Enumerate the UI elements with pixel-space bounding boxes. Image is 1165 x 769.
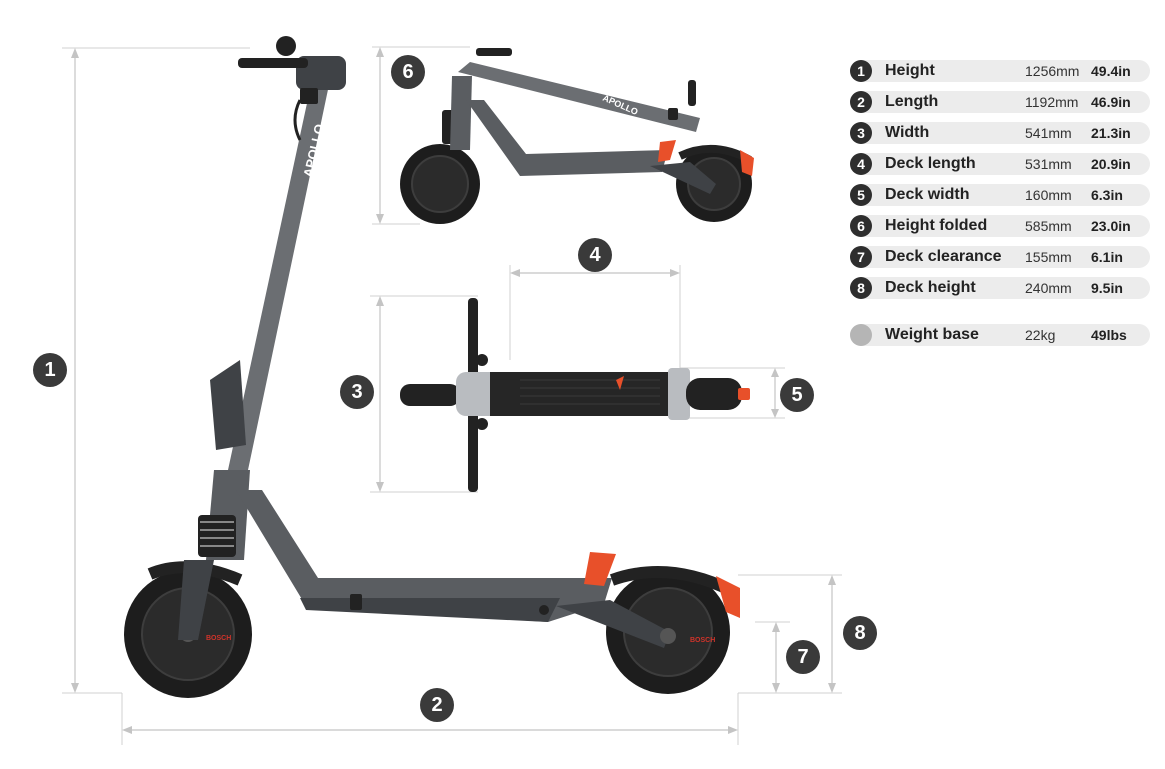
spec-number-badge: 1	[850, 60, 872, 82]
badge-length: 2	[420, 688, 454, 722]
spec-metric-value: 541mm	[1025, 125, 1072, 141]
badge-deck-length: 4	[578, 238, 612, 272]
svg-text:3: 3	[351, 381, 362, 403]
weight-label: Weight base	[885, 326, 979, 343]
spec-label: Width	[885, 124, 930, 141]
spec-label: Height	[885, 62, 935, 79]
spec-label: Deck length	[885, 155, 976, 172]
spec-metric-value: 1256mm	[1025, 63, 1080, 79]
spec-number-badge: 7	[850, 246, 872, 268]
spec-number-badge: 8	[850, 277, 872, 299]
spec-row: 3 Width 541mm 21.3in	[850, 122, 1150, 144]
badge-height: 1	[33, 353, 67, 387]
svg-text:6: 6	[402, 61, 413, 83]
spec-row: 5 Deck width 160mm 6.3in	[850, 184, 1150, 206]
spec-metric-value: 585mm	[1025, 218, 1072, 234]
spec-imperial-value: 21.3in	[1091, 125, 1131, 141]
scooter-folded-view: APOLLO	[400, 48, 754, 224]
weight-metric-value: 22kg	[1025, 327, 1056, 343]
spec-number-badge: 4	[850, 153, 872, 175]
badge-deck-clearance: 7	[786, 640, 820, 674]
spec-label: Deck height	[885, 279, 976, 296]
spec-metric-value: 240mm	[1025, 280, 1072, 296]
badge-deck-height: 8	[843, 616, 877, 650]
spec-imperial-value: 9.5in	[1091, 280, 1123, 296]
svg-text:8: 8	[854, 622, 865, 644]
spec-imperial-value: 46.9in	[1091, 94, 1131, 110]
badge-deck-width: 5	[780, 378, 814, 412]
spec-row: 4 Deck length 531mm 20.9in	[850, 153, 1150, 175]
spec-spacer	[850, 308, 1150, 324]
spec-metric-value: 155mm	[1025, 249, 1072, 265]
scooter-top-view	[400, 298, 750, 492]
spec-row: 1 Height 1256mm 49.4in	[850, 60, 1150, 82]
svg-text:5: 5	[791, 384, 802, 406]
spec-label: Height folded	[885, 217, 988, 234]
svg-text:1: 1	[44, 359, 55, 381]
svg-text:7: 7	[797, 646, 808, 668]
spec-imperial-value: 6.1in	[1091, 249, 1123, 265]
spec-metric-value: 1192mm	[1025, 94, 1079, 110]
weight-imperial-value: 49lbs	[1091, 327, 1127, 343]
spec-imperial-value: 23.0in	[1091, 218, 1131, 234]
badge-height-folded: 6	[391, 55, 425, 89]
spec-row: 6 Height folded 585mm 23.0in	[850, 215, 1150, 237]
spec-metric-value: 160mm	[1025, 187, 1072, 203]
rear-motor-badge: BOSCH	[690, 637, 715, 644]
spec-number-badge: 6	[850, 215, 872, 237]
weight-row: Weight base 22kg 49lbs	[850, 324, 1150, 346]
scooter-side-view: APOLLO BOSCH BOSCH	[124, 36, 740, 698]
weight-dot-icon	[850, 324, 872, 346]
spec-row: 2 Length 1192mm 46.9in	[850, 91, 1150, 113]
svg-text:2: 2	[431, 694, 442, 716]
spec-label: Length	[885, 93, 939, 110]
dimension-lines	[62, 46, 842, 745]
spec-number-badge: 3	[850, 122, 872, 144]
spec-metric-value: 531mm	[1025, 156, 1072, 172]
spec-imperial-value: 6.3in	[1091, 187, 1123, 203]
spec-number-badge: 2	[850, 91, 872, 113]
svg-text:4: 4	[589, 244, 601, 266]
front-motor-badge: BOSCH	[206, 635, 231, 642]
spec-row: 7 Deck clearance 155mm 6.1in	[850, 246, 1150, 268]
spec-imperial-value: 20.9in	[1091, 156, 1131, 172]
spec-label: Deck clearance	[885, 248, 1002, 265]
spec-label: Deck width	[885, 186, 970, 203]
badge-width: 3	[340, 375, 374, 409]
spec-row: 8 Deck height 240mm 9.5in	[850, 277, 1150, 299]
spec-imperial-value: 49.4in	[1091, 63, 1131, 79]
spec-number-badge: 5	[850, 184, 872, 206]
